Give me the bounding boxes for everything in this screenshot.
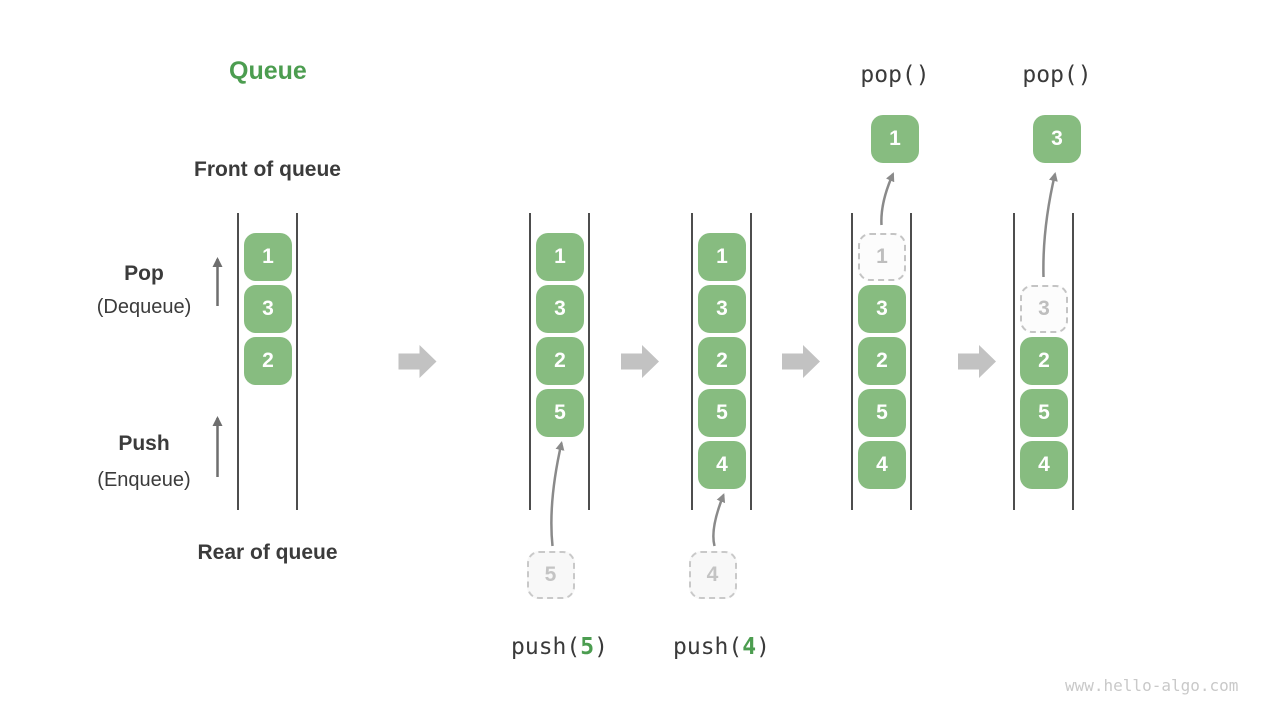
push-operation-prefix: push(: [511, 634, 581, 660]
push-operation-arg: 4: [742, 634, 757, 660]
enqueue-label: (Enqueue): [97, 469, 191, 491]
watermark: www.hello-algo.com: [1065, 676, 1239, 695]
next-state-arrow-icon: [398, 345, 437, 378]
queue-item: 2: [698, 337, 746, 385]
queue-wall-left: [237, 213, 239, 510]
queue-wall-right: [296, 213, 298, 510]
queue-item: 2: [244, 337, 292, 385]
queue-item: 1: [698, 233, 746, 281]
queue-item: 5: [698, 389, 746, 437]
queue-wall-right: [750, 213, 752, 510]
queue-item: 2: [536, 337, 584, 385]
queue-item: 3: [698, 285, 746, 333]
queue-item: 4: [698, 441, 746, 489]
popped-item: 1: [871, 115, 919, 163]
queue-item: 3: [244, 285, 292, 333]
transfer-arrow-icon: [880, 172, 895, 226]
queue-item: 4: [858, 441, 906, 489]
next-state-arrow-icon: [621, 345, 659, 378]
queue-item: 5: [858, 389, 906, 437]
queue-item-ghost: 1: [858, 233, 906, 281]
queue-item: 5: [1020, 389, 1068, 437]
transfer-arrow-icon: [550, 441, 565, 547]
queue-wall-left: [691, 213, 693, 510]
next-state-arrow-icon: [782, 345, 820, 378]
queue-item: 1: [536, 233, 584, 281]
pop-operation-label: pop(): [1022, 62, 1092, 88]
queue-item: 1: [244, 233, 292, 281]
queue-item: 2: [858, 337, 906, 385]
rear-of-queue-label: Rear of queue: [197, 541, 338, 564]
queue-wall-right: [910, 213, 912, 510]
queue-wall-right: [588, 213, 590, 510]
queue-wall-left: [1013, 213, 1015, 510]
push-operation-prefix: push(: [673, 634, 743, 660]
front-of-queue-label: Front of queue: [194, 158, 341, 181]
queue-item: 4: [1020, 441, 1068, 489]
transfer-arrow-icon: [1042, 172, 1058, 278]
queue-item-ghost: 3: [1020, 285, 1068, 333]
push-operation-label: push(4): [652, 632, 792, 662]
popped-item: 3: [1033, 115, 1081, 163]
dequeue-label: (Dequeue): [96, 296, 192, 318]
diagram-title: Queue: [229, 57, 307, 85]
push-operation-suffix: ): [594, 634, 608, 660]
pop-operation-label: pop(): [860, 62, 930, 88]
queue-item: 3: [858, 285, 906, 333]
queue-item: 3: [536, 285, 584, 333]
queue-item: 5: [536, 389, 584, 437]
transfer-arrow-icon: [712, 493, 726, 547]
push-label: Push: [118, 432, 170, 455]
queue-wall-left: [851, 213, 853, 510]
queue-wall-left: [529, 213, 531, 510]
push-operation-suffix: ): [756, 634, 770, 660]
push-operation-arg: 5: [580, 634, 595, 660]
queue-item: 2: [1020, 337, 1068, 385]
next-state-arrow-icon: [958, 345, 996, 378]
pending-item: 4: [688, 551, 737, 599]
pending-item: 5: [526, 551, 575, 599]
push-operation-label: push(5): [490, 632, 630, 662]
pop-label: Pop: [124, 262, 164, 285]
queue-wall-right: [1072, 213, 1074, 510]
